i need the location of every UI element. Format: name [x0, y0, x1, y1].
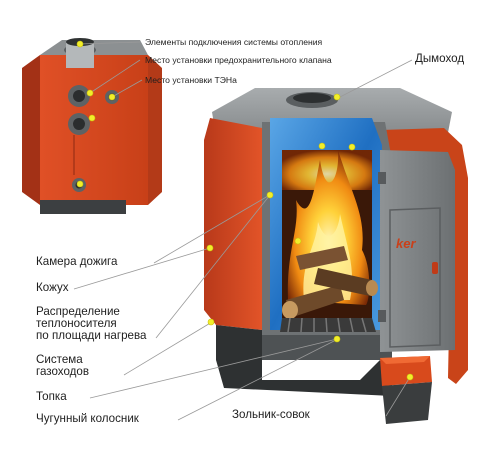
marker-gas-system — [207, 318, 215, 326]
firewood-logs — [282, 246, 378, 319]
ash-compartment — [262, 335, 392, 360]
brand-logo: ker — [396, 236, 416, 251]
marker-afterburn-2 — [348, 143, 356, 151]
label-gas-line-2: газоходов — [36, 365, 90, 378]
label-heating-connections: Элементы подключения системы отопления — [145, 37, 323, 47]
rear-left-side — [22, 55, 40, 205]
marker-lower-port — [88, 114, 96, 122]
ash-pan-scoop — [380, 356, 432, 424]
marker-firebox — [294, 237, 302, 245]
left-casing-panel — [204, 118, 262, 330]
label-safety-valve: Место установки предохранительного клапа… — [145, 55, 332, 65]
marker-grate — [333, 335, 341, 343]
label-chimney: Дымоход — [415, 52, 465, 65]
label-coolant-line-1: Распределение — [36, 305, 120, 318]
label-coolant-line-3: по площади нагрева — [36, 329, 147, 342]
callout-markers — [76, 40, 414, 381]
marker-distribution — [266, 191, 274, 199]
rear-right-side — [148, 55, 162, 205]
marker-upper-port — [86, 89, 94, 97]
label-heater-slot: Место установки ТЭНа — [145, 75, 237, 85]
marker-valve — [108, 93, 116, 101]
rear-back-panel — [40, 55, 148, 205]
marker-heating-connections — [76, 40, 84, 48]
label-coolant-distribution: Распределение теплоносителя по площади н… — [36, 306, 146, 342]
cast-iron-grate — [280, 317, 376, 333]
water-jacket — [270, 118, 382, 330]
marker-chimney — [333, 93, 341, 101]
marker-afterburn — [318, 142, 326, 150]
right-casing-panel — [380, 128, 468, 384]
front-door — [378, 150, 455, 352]
leader-lines — [73, 41, 413, 421]
label-gas-system: Система газоходов — [36, 354, 89, 378]
rear-base — [40, 200, 126, 214]
marker-ash-pan — [406, 373, 414, 381]
rear-view-boiler — [22, 38, 162, 214]
label-combustion-chamber: Камера дожига — [36, 255, 118, 268]
label-firebox: Топка — [36, 390, 67, 403]
marker-casing — [206, 244, 214, 252]
main-boiler-cutaway — [204, 88, 468, 424]
label-coolant-line-2: теплоносителя — [36, 317, 117, 330]
label-grate: Чугунный колосник — [36, 412, 139, 425]
door-handle — [432, 262, 438, 274]
label-gas-line-1: Система — [36, 353, 83, 366]
label-casing: Кожух — [36, 281, 69, 294]
marker-drain — [76, 180, 84, 188]
label-ash-pan: Зольник-совок — [232, 408, 310, 421]
